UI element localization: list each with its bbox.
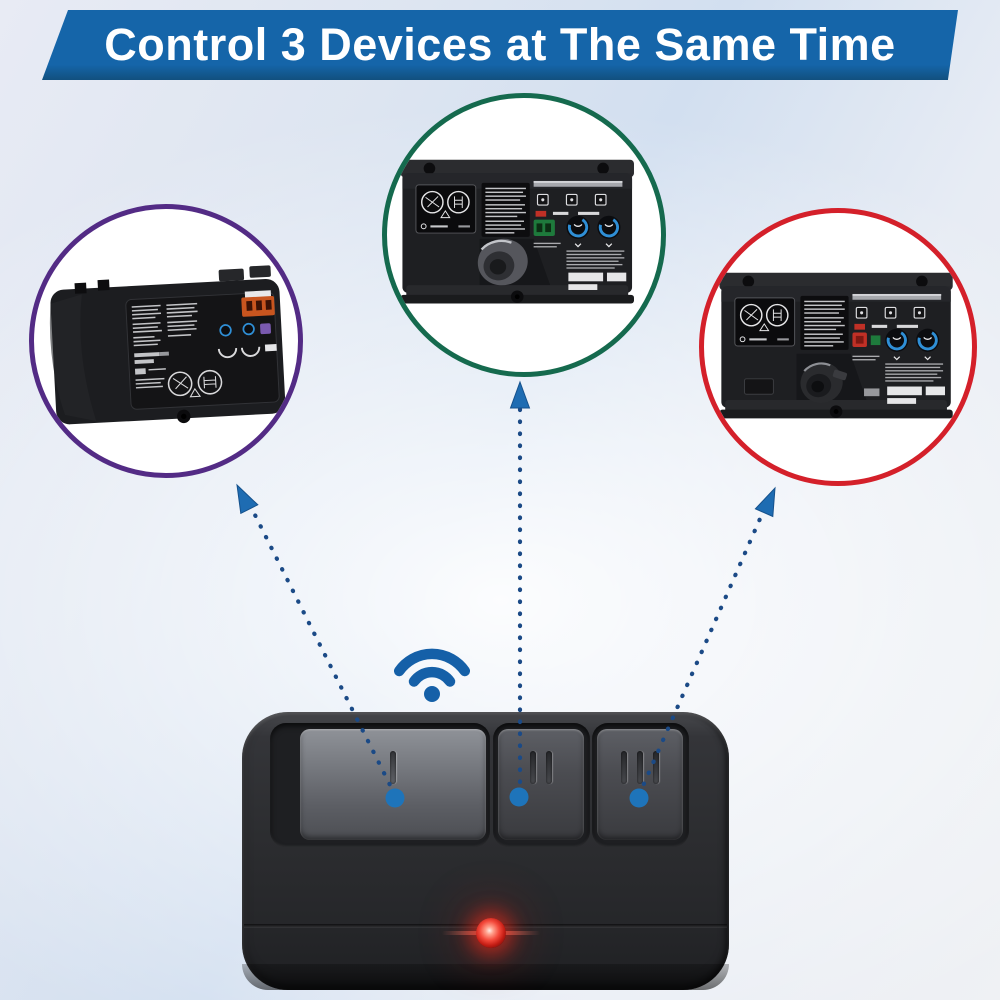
dial-glyphs <box>217 346 261 359</box>
terminal-block <box>241 290 275 317</box>
button-tick-mark <box>653 751 659 784</box>
button-tick-mark <box>530 751 536 784</box>
device-circle-center <box>382 93 666 377</box>
warning-label <box>734 297 796 347</box>
red-tag <box>854 323 865 330</box>
case-bottom <box>242 964 729 990</box>
warning-pictograms <box>167 369 223 398</box>
antenna-bar <box>852 293 942 300</box>
led-indicator <box>476 918 506 948</box>
title-banner: Control 3 Devices at The Same Time <box>42 10 958 80</box>
adjust-dials <box>566 215 621 248</box>
label-plate <box>125 291 280 410</box>
fcc-block <box>134 368 166 389</box>
button-tick-mark <box>390 751 396 784</box>
serial-labels <box>864 386 946 404</box>
device-circle-left <box>29 204 303 478</box>
lamp-socket <box>477 238 528 286</box>
garage-opener-photo-center <box>400 159 634 304</box>
garage-opener-photo-left <box>49 265 286 425</box>
button-tick-marks <box>597 751 683 785</box>
button-tick-mark <box>546 751 552 784</box>
fine-print <box>852 355 944 382</box>
button-tick-marks <box>498 751 584 785</box>
warning-label <box>415 184 477 234</box>
indicator-button <box>219 324 232 337</box>
adjust-dials <box>885 328 940 361</box>
wire-terminal <box>533 219 555 236</box>
red-tag <box>535 210 547 217</box>
garage-opener-photo-right <box>719 272 953 419</box>
instruction-label <box>800 295 849 350</box>
wifi-icon <box>393 648 471 702</box>
remote-button-3 <box>597 729 683 840</box>
antenna-bar <box>533 180 623 187</box>
learn-button <box>852 332 881 347</box>
serial-labels <box>568 272 627 290</box>
housing-shade <box>49 294 97 422</box>
label-text-lines <box>131 302 198 365</box>
instruction-label <box>481 182 530 237</box>
learn-button <box>260 323 271 335</box>
remote-control <box>242 712 729 990</box>
remote-button-2 <box>498 729 584 840</box>
fine-print <box>533 242 625 269</box>
side-label <box>744 378 774 395</box>
page-title: Control 3 Devices at The Same Time <box>104 19 896 70</box>
button-tick-mark <box>621 751 627 784</box>
button-tick-mark <box>637 751 643 784</box>
remote-button-1 <box>300 729 486 840</box>
device-circle-right <box>699 208 977 486</box>
indicator-button <box>242 322 255 336</box>
button-tick-marks <box>300 751 486 785</box>
lamp-socket <box>800 362 848 403</box>
